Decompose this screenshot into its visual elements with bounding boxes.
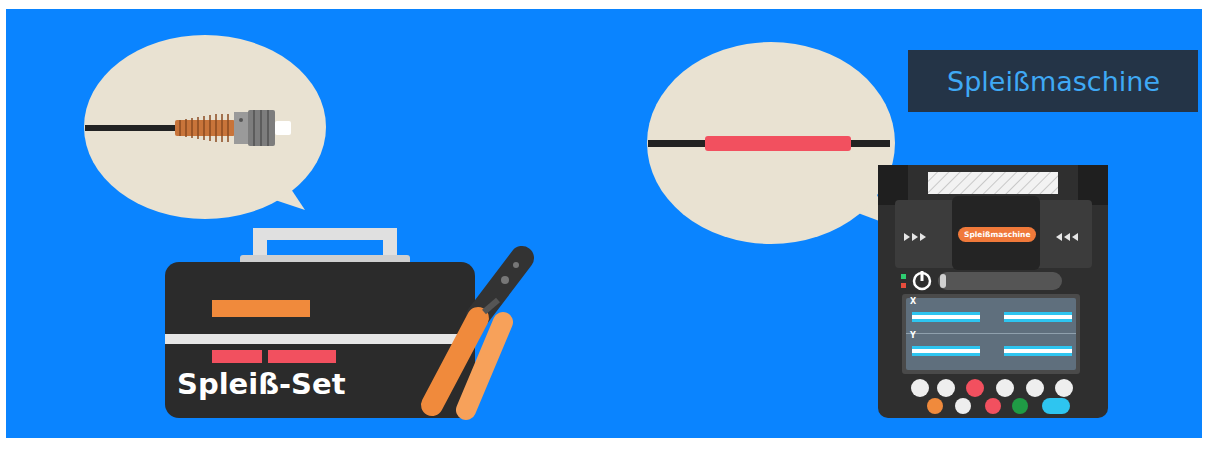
title-box: Spleißmaschine (908, 50, 1198, 112)
toolbox-label: Spleiß-Set (177, 370, 346, 399)
toolbox-handle (240, 228, 410, 265)
badge-text: Spleißmaschine (964, 231, 1031, 239)
fiber-image-bar (1004, 346, 1072, 356)
splice-bubble (647, 42, 895, 244)
fiber-image-bar (912, 346, 980, 356)
toolbox-node: Spleiß-Set (165, 262, 475, 418)
fiber-image-bar (912, 312, 980, 322)
blue-panel (6, 9, 1202, 438)
fiber-image-bar (1004, 312, 1072, 322)
toolbox-decor (165, 300, 475, 363)
machine-title: Spleißmaschine (947, 68, 1160, 95)
machine-badge: Spleißmaschine (958, 227, 1036, 242)
axis-label: X (910, 298, 916, 306)
crimper-tool (432, 258, 522, 410)
splicer-body (878, 165, 1108, 418)
connector-bubble (84, 35, 326, 219)
screen-node: XY (906, 298, 1076, 370)
screen-divider (906, 333, 1076, 334)
axis-label: Y (910, 332, 916, 340)
